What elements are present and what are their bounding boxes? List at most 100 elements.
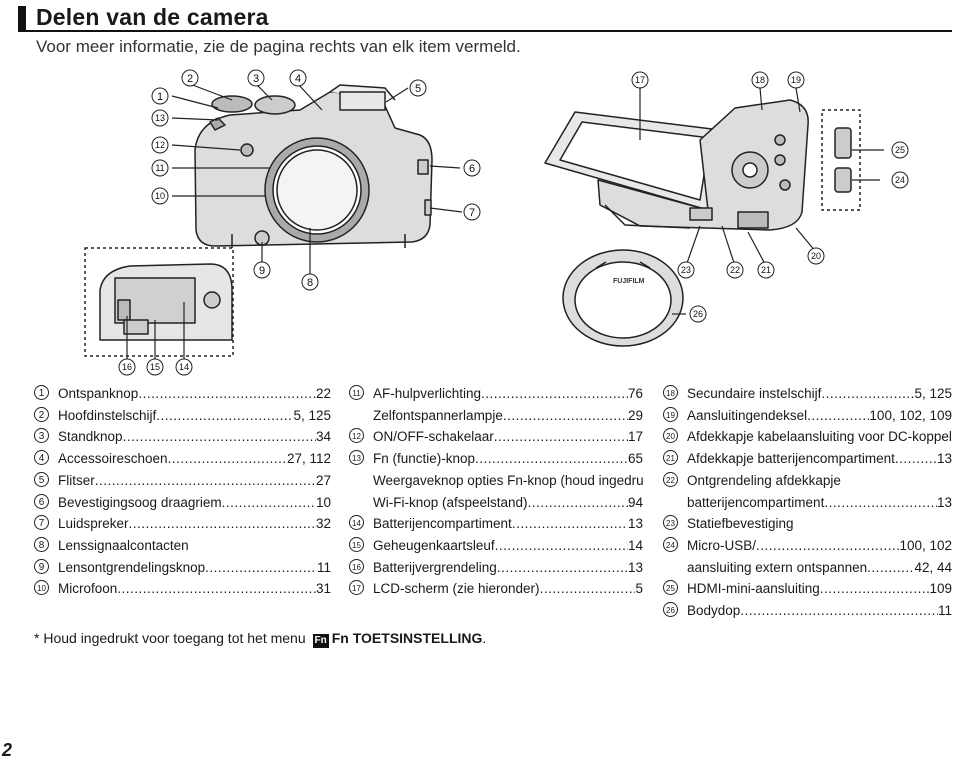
item-number: 6 — [34, 493, 49, 509]
item-number: 23 — [663, 515, 678, 531]
leader-dots — [138, 383, 316, 405]
item-page: 14 — [627, 537, 643, 553]
item-page: 76 — [627, 386, 643, 401]
item-number: 8 — [34, 536, 49, 552]
list-item: 7Luidspreker32 — [34, 513, 331, 535]
item-label: HDMI-mini-aansluiting — [687, 581, 820, 597]
parts-list-column-1: 1Ontspanknop22 2Hoofdinstelschijf5, 125 … — [34, 383, 331, 600]
leader-dots — [481, 383, 628, 405]
callout-leader-lines — [126, 83, 884, 362]
item-number: 22 — [663, 471, 678, 487]
item-label: Standknop — [58, 429, 123, 445]
svg-text:23: 23 — [681, 265, 691, 275]
svg-text:9: 9 — [259, 265, 265, 277]
item-number: 26 — [663, 602, 678, 618]
item-page: 22 — [315, 386, 331, 401]
callout-26: 26 — [689, 305, 707, 323]
callout-10: 10 — [151, 187, 169, 205]
item-label: Batterijencompartiment — [373, 516, 512, 532]
item-number: 16 — [349, 558, 364, 574]
item-page: 5, 125 — [293, 407, 331, 423]
list-item: 1Ontspanknop22 — [34, 383, 331, 405]
item-label: Ontgrendeling afdekkapje — [687, 472, 841, 488]
item-number: 9 — [34, 558, 49, 574]
item-page: 5, 125 — [914, 386, 952, 401]
svg-text:8: 8 — [307, 277, 313, 289]
svg-text:22: 22 — [730, 265, 740, 275]
callout-18: 18 — [751, 71, 769, 89]
svg-text:4: 4 — [295, 73, 301, 85]
item-label: LCD-scherm (zie hieronder) — [373, 581, 540, 597]
body-cap-illustration — [562, 249, 684, 347]
item-label: Geheugenkaartsleuf — [373, 537, 495, 553]
list-item: 9Lensontgrendelingsknop11 — [34, 557, 331, 579]
svg-text:3: 3 — [253, 73, 259, 85]
svg-text:24: 24 — [895, 175, 905, 185]
item-label: Weergaveknop opties Fn-knop (houd ingedr… — [373, 472, 643, 488]
leader-dots — [497, 557, 628, 579]
callout-7: 7 — [463, 203, 481, 221]
item-page: 13 — [936, 451, 952, 467]
item-number: 14 — [349, 515, 364, 531]
item-number: 25 — [663, 580, 678, 596]
leader-dots — [495, 535, 628, 557]
item-label: Micro-USB/ — [687, 537, 757, 553]
leader-dots — [895, 448, 937, 470]
callout-11: 11 — [151, 159, 169, 177]
heading-rule — [18, 30, 952, 32]
item-page: 27, 112 — [286, 451, 331, 467]
item-page: 65 — [627, 451, 643, 467]
callout-19: 19 — [787, 71, 805, 89]
callout-4: 4 — [289, 69, 307, 87]
item-label: Statiefbevestiging — [687, 516, 794, 532]
svg-text:14: 14 — [179, 362, 189, 372]
callout-3: 3 — [247, 69, 265, 87]
svg-text:13: 13 — [155, 113, 165, 123]
list-item: 3Standknop34 — [34, 426, 331, 448]
callout-20: 20 — [807, 247, 825, 265]
item-number: 13 — [349, 450, 364, 466]
callout-9: 9 — [253, 261, 271, 279]
item-label: Accessoireschoen — [58, 451, 168, 467]
callout-1: 1 — [151, 87, 169, 105]
callout-13: 13 — [151, 109, 169, 127]
callout-8: 8 — [301, 273, 319, 291]
list-item: 23 Statiefbevestiging — [663, 513, 952, 535]
item-page: 13 — [627, 516, 643, 532]
svg-text:25: 25 — [895, 145, 905, 155]
svg-text:2: 2 — [187, 73, 193, 85]
item-page: 31 — [315, 581, 331, 597]
item-label: Microfoon — [58, 581, 118, 597]
item-page: 42, 44 — [914, 559, 952, 575]
callout-16: 16 — [118, 358, 136, 376]
item-number: 3 — [34, 428, 49, 444]
leader-dots — [821, 383, 914, 405]
item-page: 13 — [936, 494, 952, 510]
list-item: 5Flitser27 — [34, 470, 331, 492]
leader-dots — [129, 513, 316, 535]
item-page: 27 — [315, 472, 331, 488]
item-label: Bevestigingsoog draagriem — [58, 494, 222, 510]
list-item: 13 Fn (functie)-knop 65 — [349, 448, 643, 470]
item-number: 11 — [349, 385, 364, 400]
callout-24: 24 — [891, 171, 909, 189]
list-item: Zelfontspannerlampje29 — [349, 405, 643, 427]
list-item: 2Hoofdinstelschijf5, 125 — [34, 405, 331, 427]
fn-menu-icon: Fn — [312, 634, 329, 648]
item-label: Wi-Fi-knop (afspeelstand) — [373, 494, 528, 510]
list-item: aansluiting extern ontspannen42, 44 — [663, 557, 952, 579]
list-item: 15 Geheugenkaartsleuf 14 — [349, 535, 643, 557]
svg-text:6: 6 — [469, 163, 475, 175]
item-number: 5 — [34, 471, 49, 487]
body-cap-brand-text: FUJIFILM — [613, 278, 645, 285]
item-number: 15 — [349, 536, 364, 552]
svg-text:17: 17 — [635, 75, 645, 85]
svg-text:5: 5 — [415, 83, 421, 95]
svg-text:21: 21 — [761, 265, 771, 275]
item-label: Fn (functie)-knop — [373, 451, 476, 467]
